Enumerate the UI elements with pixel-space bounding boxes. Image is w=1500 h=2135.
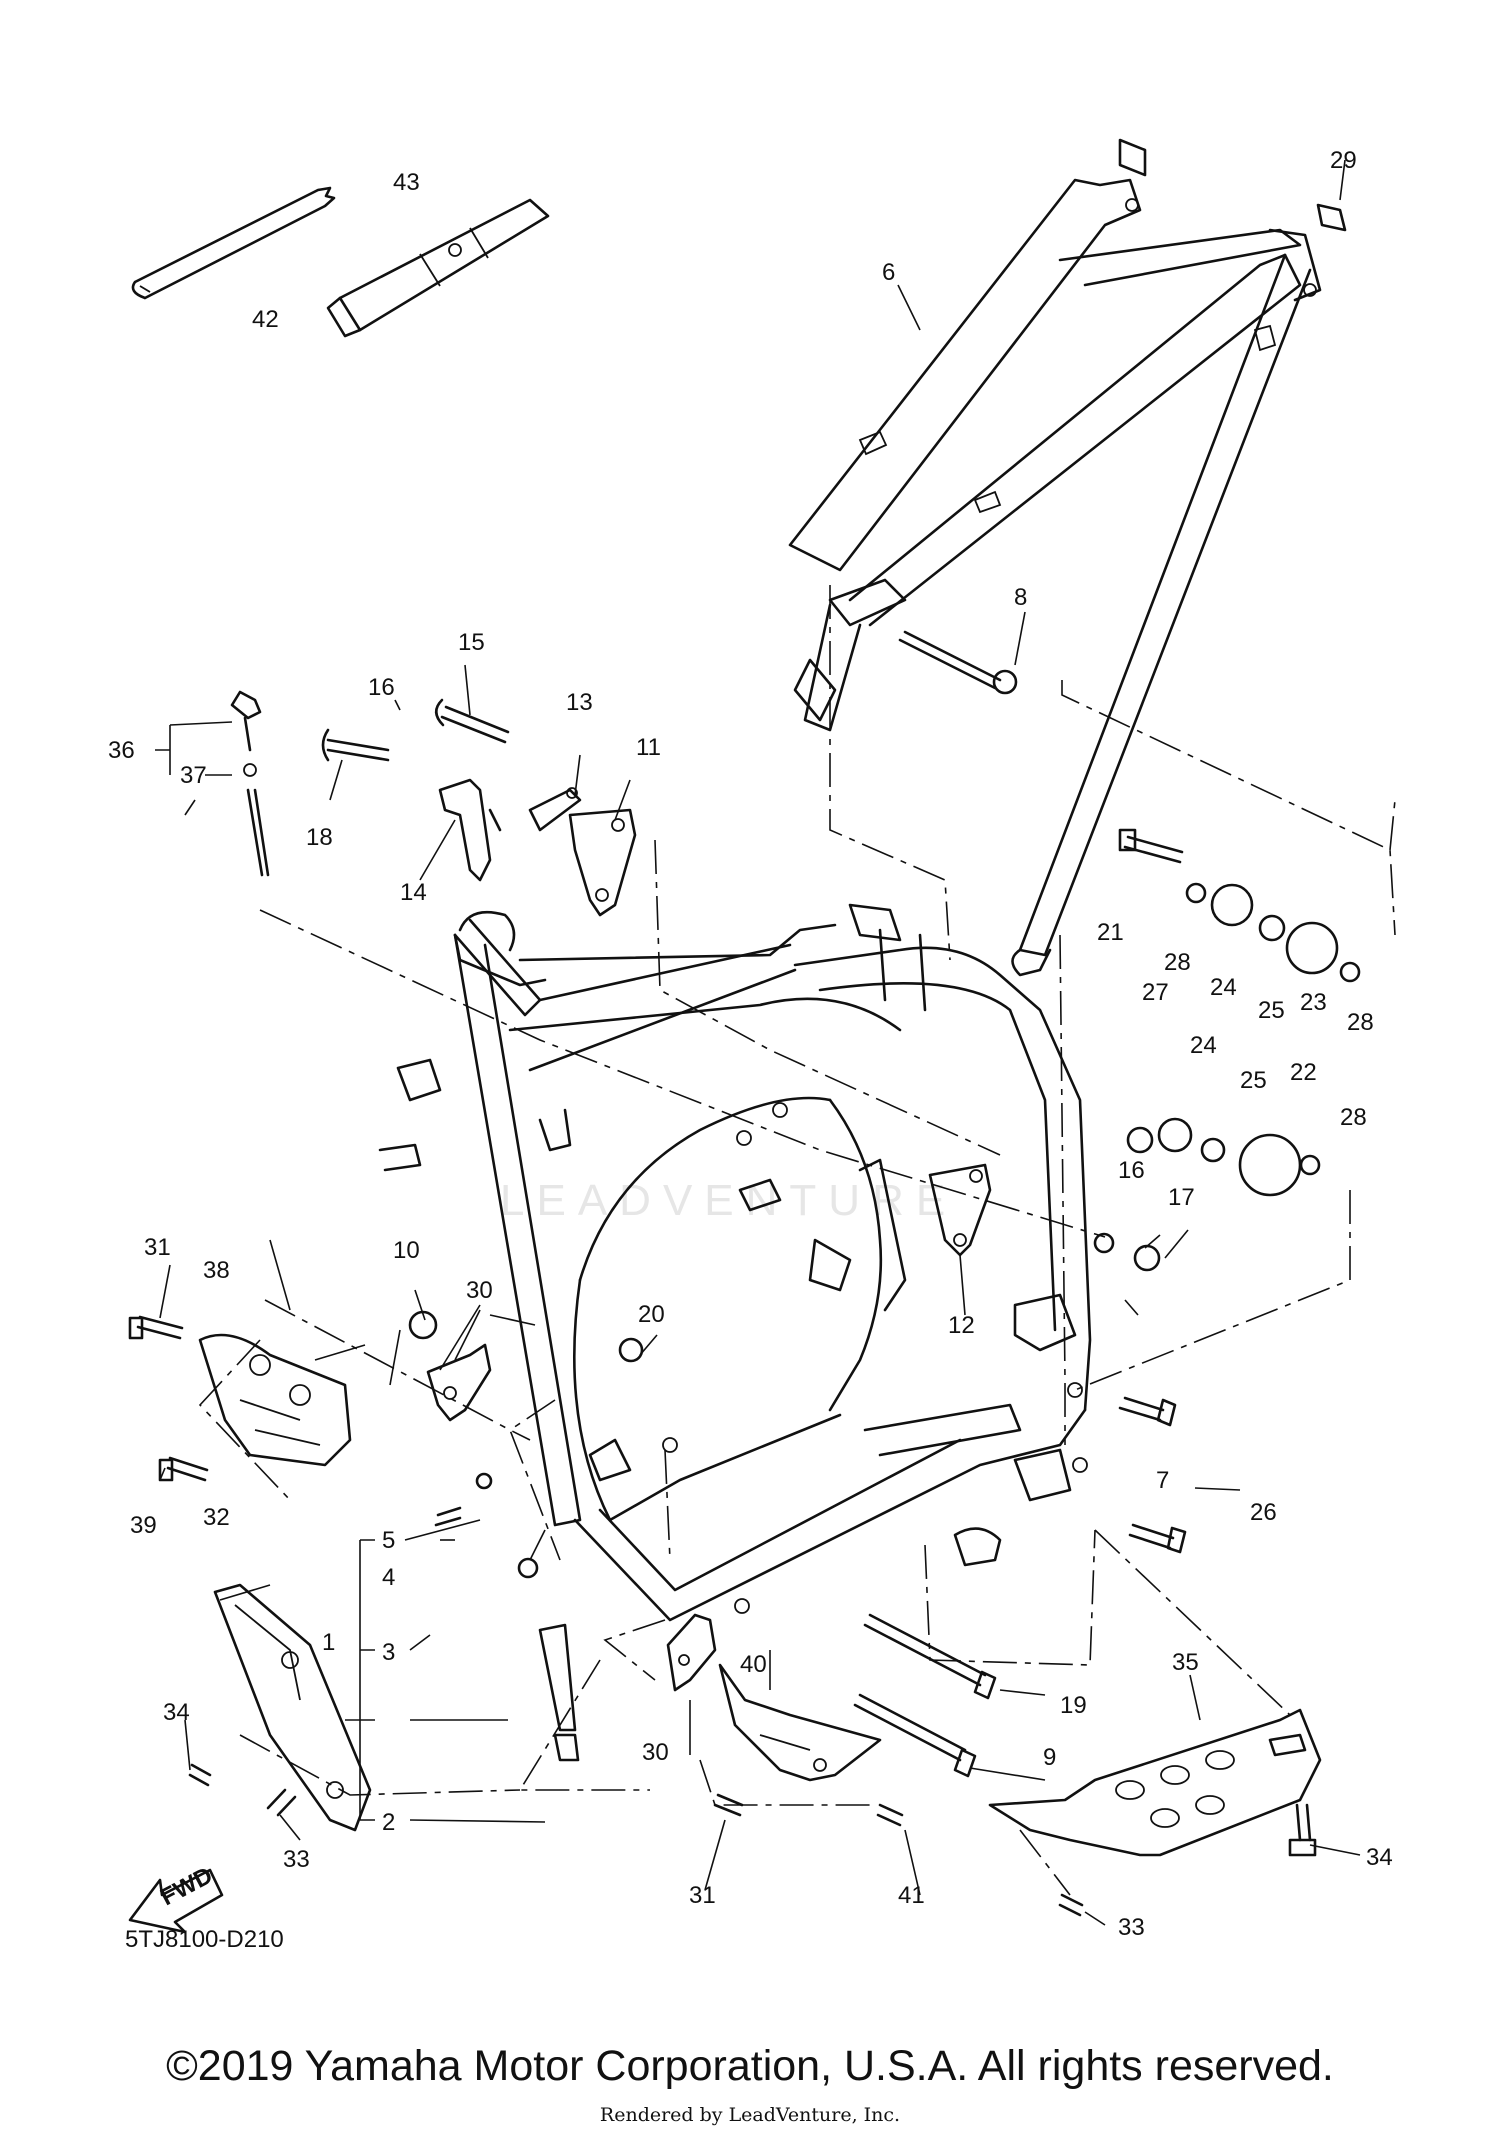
- plate-part-32: [213, 1583, 372, 1832]
- callout-37: 37: [180, 762, 207, 789]
- callout-13: 13: [566, 689, 593, 716]
- callout-28-c: 28: [1340, 1104, 1367, 1131]
- callout-20: 20: [638, 1301, 665, 1328]
- callout-24-lower: 24: [1190, 1032, 1217, 1059]
- callout-32: 32: [203, 1504, 230, 1531]
- callout-19: 19: [1060, 1692, 1087, 1719]
- callout-23: 23: [1300, 989, 1327, 1016]
- assembly-dash-lines: [198, 585, 1396, 1896]
- callout-25-lower: 25: [1240, 1067, 1267, 1094]
- callout-26: 26: [1250, 1499, 1277, 1526]
- guard-part-40: [718, 1663, 882, 1782]
- callout-8: 8: [1014, 584, 1027, 611]
- callout-40: 40: [740, 1651, 767, 1678]
- callout-6: 6: [882, 259, 895, 286]
- callout-25-upper: 25: [1258, 997, 1285, 1024]
- callout-29: 29: [1330, 147, 1357, 174]
- callout-35: 35: [1172, 1649, 1199, 1676]
- callout-1: 1: [322, 1629, 335, 1656]
- guard-part-38: [198, 1333, 352, 1467]
- callout-2: 2: [382, 1809, 395, 1836]
- callout-3: 3: [382, 1639, 395, 1666]
- callout-28-a: 28: [1164, 949, 1191, 976]
- callout-7: 7: [1156, 1467, 1169, 1494]
- callout-14: 14: [400, 879, 427, 906]
- callout-16-upper: 16: [368, 674, 395, 701]
- callout-31-left: 31: [144, 1234, 171, 1261]
- callout-34-right: 34: [1366, 1844, 1393, 1871]
- callout-34-left: 34: [163, 1699, 190, 1726]
- bolts-and-fasteners: [128, 203, 1361, 1917]
- callout-10: 10: [393, 1237, 420, 1264]
- callout-11: 11: [636, 734, 661, 761]
- callout-22: 22: [1290, 1059, 1317, 1086]
- callout-33-right: 33: [1118, 1914, 1145, 1941]
- callout-leader-lines: [155, 159, 1361, 1926]
- callout-16-lower: 16: [1118, 1157, 1145, 1184]
- copyright-notice: ©2019 Yamaha Motor Corporation, U.S.A. A…: [166, 2042, 1334, 2090]
- engine-bracket-part-12: [928, 1163, 992, 1257]
- bracket-part-30-upper: [426, 1343, 492, 1422]
- callout-31-lower: 31: [689, 1882, 716, 1909]
- callout-4: 4: [382, 1564, 395, 1591]
- callout-30-upper: 30: [466, 1277, 493, 1304]
- callout-12: 12: [948, 1312, 975, 1339]
- callout-30-lower: 30: [642, 1739, 669, 1766]
- callout-24-upper: 24: [1210, 974, 1237, 1001]
- skid-plate-part-35: [988, 1708, 1322, 1857]
- rear-subframe-part-6: [788, 138, 1322, 977]
- callout-27: 27: [1142, 979, 1169, 1006]
- callout-21: 21: [1097, 919, 1124, 946]
- callout-5: 5: [382, 1527, 395, 1554]
- callout-36: 36: [108, 737, 135, 764]
- rendered-by-credit: Rendered by LeadVenture, Inc.: [599, 2104, 901, 2126]
- callout-labels: 1 2 3 4 5 6 7 8 9 10 11 12 13 14 15 16 1…: [108, 147, 1393, 1941]
- callout-38: 38: [203, 1257, 230, 1284]
- callout-17: 17: [1168, 1184, 1195, 1211]
- diagram-code: 5TJ8100-D210: [125, 1926, 284, 1953]
- callout-18: 18: [306, 824, 333, 851]
- socket-tool-part-43: [326, 198, 550, 338]
- callout-42: 42: [252, 306, 279, 333]
- main-frame-part-1: [378, 903, 1092, 1622]
- engine-bracket-part-13: [528, 787, 582, 832]
- engine-bracket-part-11: [568, 808, 637, 917]
- callout-28-b: 28: [1347, 1009, 1374, 1036]
- callout-39: 39: [130, 1512, 157, 1539]
- engine-bracket-part-14: [438, 778, 502, 882]
- callout-43: 43: [393, 169, 420, 196]
- callout-33-left: 33: [283, 1846, 310, 1873]
- wrench-part-42: [131, 186, 336, 300]
- fwd-arrow-icon: FWD: [128, 1862, 224, 1934]
- cable-part-36: [230, 690, 270, 877]
- callout-9: 9: [1043, 1744, 1056, 1771]
- bracket-part-30-lower: [666, 1613, 717, 1692]
- callout-41: 41: [898, 1882, 925, 1909]
- callout-15: 15: [458, 629, 485, 656]
